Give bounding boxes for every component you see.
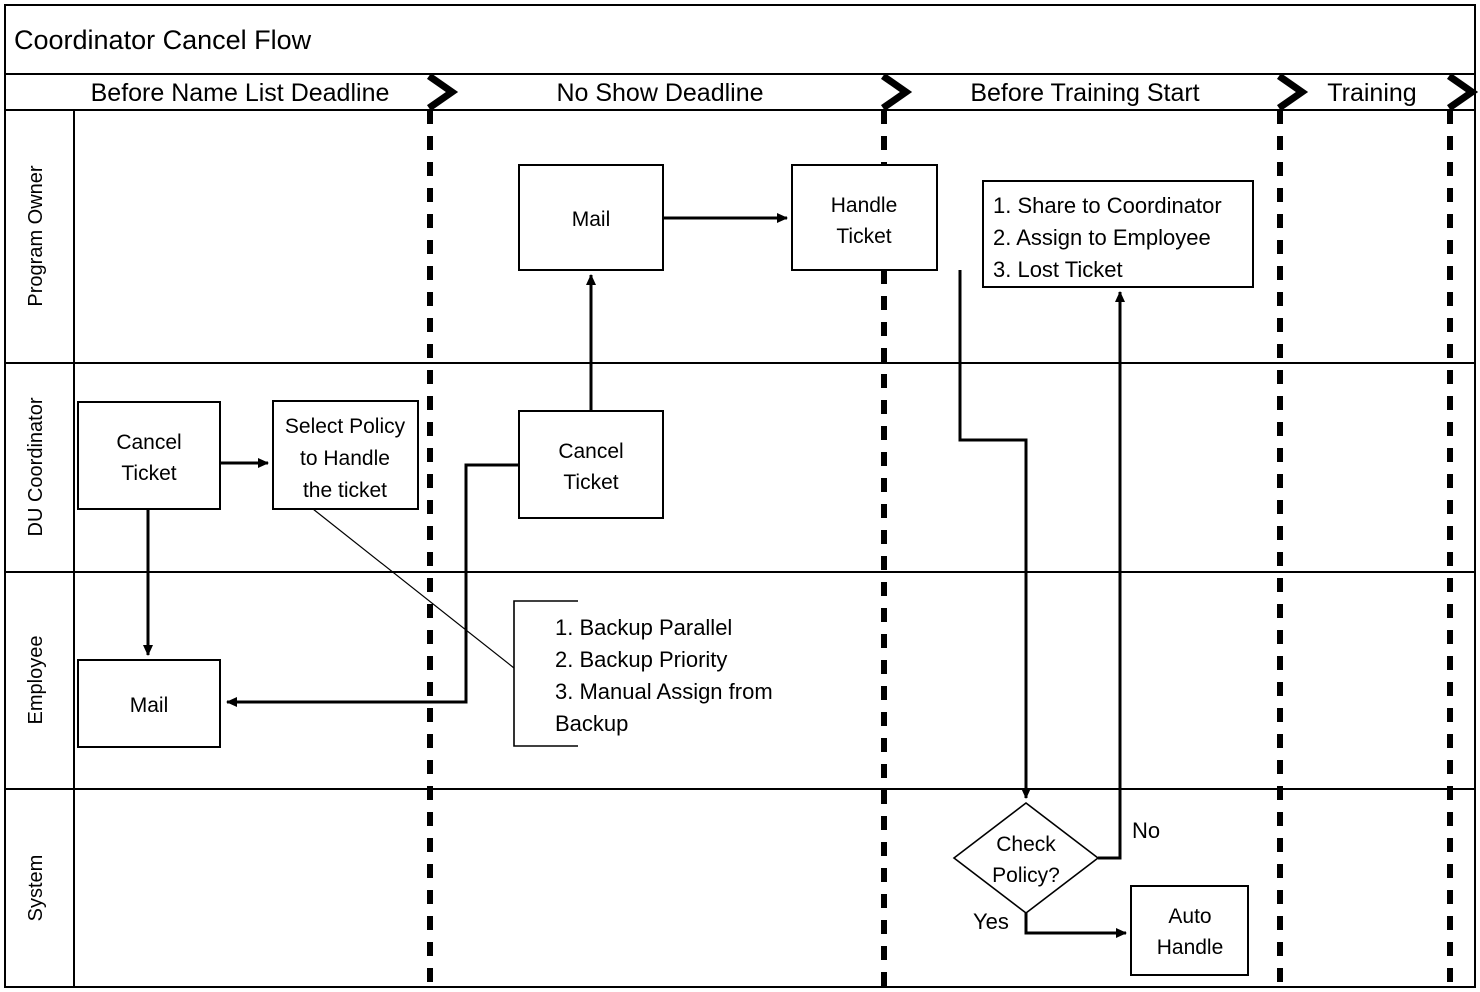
node-emp-mail-label: Mail — [130, 694, 169, 717]
phase-label-3: Training — [1327, 79, 1416, 107]
phase-label-1: No Show Deadline — [556, 79, 763, 107]
node-emp-mail[interactable]: Mail — [77, 659, 221, 748]
edge-check-policy-no-to-options — [1098, 291, 1125, 860]
node-po-handle-ticket-label-1: Handle — [831, 194, 898, 217]
node-du-select-policy-label-2: to Handle — [300, 447, 390, 470]
diagram-frame — [4, 4, 1476, 988]
node-emp-policy-note-line-1: 1. Backup Parallel — [555, 615, 732, 640]
node-po-handle-ticket-box — [791, 164, 938, 271]
node-po-handle-ticket[interactable]: Handle Ticket — [791, 164, 938, 271]
node-du-select-policy-box — [272, 400, 419, 510]
node-du-select-policy-label-1: Select Policy — [285, 415, 406, 438]
edge-handle-ticket-to-check-policy — [958, 270, 1031, 799]
node-sys-auto-handle[interactable]: Auto Handle — [1130, 885, 1249, 976]
phase-label-2: Before Training Start — [970, 79, 1199, 107]
node-sys-auto-handle-label-1: Auto — [1168, 905, 1211, 928]
phase-chevron-3 — [1447, 73, 1479, 111]
lane-label-employee: Employee — [25, 636, 47, 725]
node-sys-check-policy-label-2: Policy? — [992, 864, 1060, 887]
node-du-select-policy-label-3: the ticket — [303, 479, 387, 502]
lane-label-system: System — [25, 855, 47, 922]
node-po-options-line-2: 2. Assign to Employee — [993, 225, 1211, 250]
node-po-mail-box — [518, 164, 664, 271]
lane-label-du-coordinator: DU Coordinator — [25, 397, 47, 536]
node-du-cancel-ticket-1-label-1: Cancel — [116, 431, 181, 454]
node-sys-check-policy-label-1: Check — [996, 833, 1056, 856]
node-po-mail[interactable]: Mail — [518, 164, 664, 271]
page-title: Coordinator Cancel Flow — [14, 25, 312, 55]
node-sys-check-policy[interactable]: Check Policy? — [952, 801, 1100, 915]
node-po-handle-ticket-label-2: Ticket — [836, 225, 891, 248]
node-emp-policy-note-line-4: Backup — [555, 711, 628, 736]
node-du-cancel-ticket-2[interactable]: Cancel Ticket — [518, 410, 664, 519]
node-sys-check-policy-diamond — [952, 801, 1100, 915]
edge-label-yes: Yes — [973, 909, 1009, 934]
node-du-cancel-ticket-2-box — [518, 410, 664, 519]
edge-check-policy-yes-to-auto-handle — [1024, 913, 1127, 938]
edge-label-no: No — [1132, 818, 1160, 843]
node-emp-policy-note-line-2: 2. Backup Priority — [555, 647, 727, 672]
node-du-select-policy[interactable]: Select Policy to Handle the ticket — [272, 400, 419, 510]
node-du-cancel-ticket-2-label-2: Ticket — [563, 471, 618, 494]
node-emp-policy-note[interactable]: 1. Backup Parallel 2. Backup Priority 3.… — [513, 600, 773, 747]
node-sys-auto-handle-box — [1130, 885, 1249, 976]
node-du-cancel-ticket-1-label-2: Ticket — [121, 462, 176, 485]
node-po-options-line-1: 1. Share to Coordinator — [993, 193, 1222, 218]
phase-chevron-0 — [427, 73, 459, 111]
node-du-cancel-ticket-1[interactable]: Cancel Ticket — [77, 401, 221, 510]
node-po-mail-label: Mail — [572, 208, 611, 231]
node-emp-policy-note-bracket — [513, 600, 578, 747]
node-du-cancel-ticket-2-label-1: Cancel — [558, 440, 623, 463]
node-du-cancel-ticket-1-box — [77, 401, 221, 510]
node-sys-auto-handle-label-2: Handle — [1157, 936, 1224, 959]
phase-label-0: Before Name List Deadline — [91, 79, 390, 107]
edge-cancel2-to-emp-mail — [226, 463, 519, 707]
node-po-options-line-3: 3. Lost Ticket — [993, 257, 1123, 282]
node-po-options[interactable]: 1. Share to Coordinator 2. Assign to Emp… — [982, 180, 1254, 288]
node-emp-mail-box — [77, 659, 221, 748]
phase-chevron-2 — [1277, 73, 1309, 111]
lane-label-program-owner: Program Owner — [25, 165, 47, 306]
leader-select-policy-to-note — [312, 508, 515, 669]
node-emp-policy-note-line-3: 3. Manual Assign from — [555, 679, 773, 704]
phase-chevron-1 — [881, 73, 913, 111]
node-po-options-box — [982, 180, 1254, 288]
